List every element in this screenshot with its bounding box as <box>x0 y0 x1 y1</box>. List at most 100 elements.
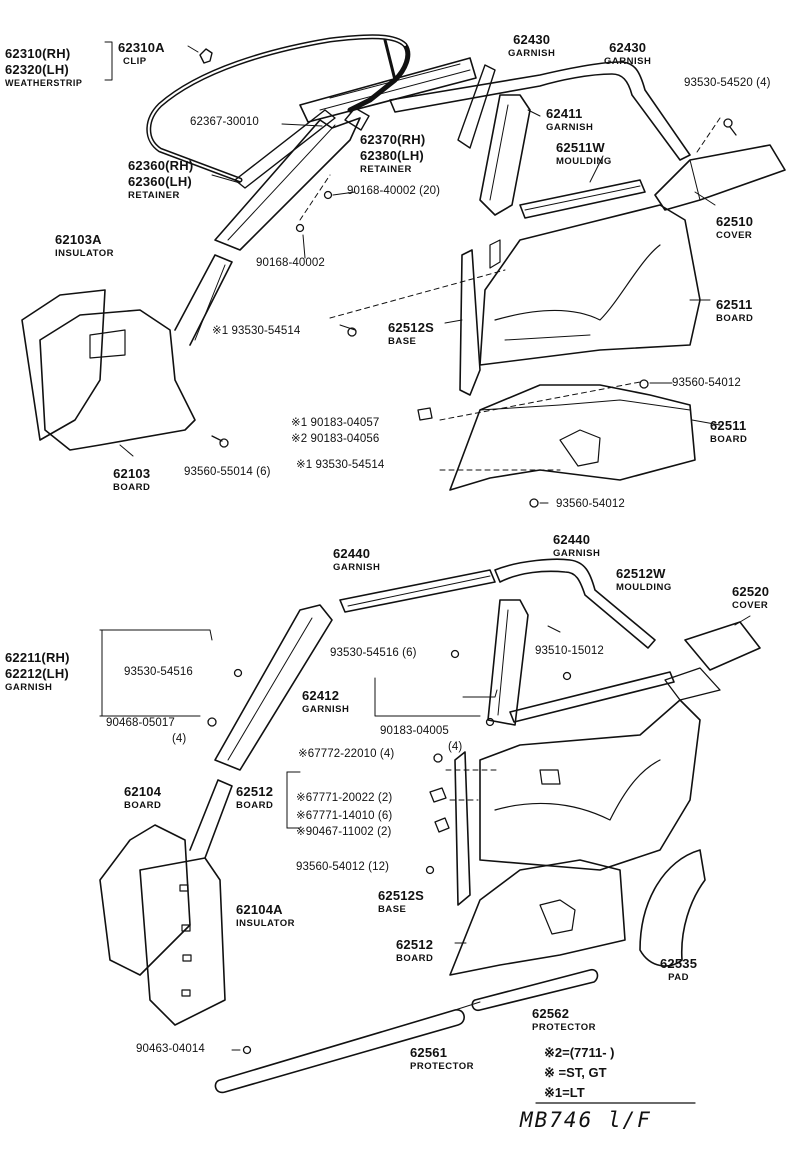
callout-67772-22010: ※67772-22010 (4) <box>298 748 395 760</box>
part-number: 62360(LH) <box>128 174 192 189</box>
protector-62561 <box>214 1009 465 1094</box>
part-number: 62512S <box>378 888 425 903</box>
legend-line-st: ※ =ST, GT <box>544 1065 607 1080</box>
base-62512S-upper <box>459 249 481 396</box>
callout-62104A: 62104A INSULATOR <box>236 902 295 929</box>
part-number: 62562 <box>532 1006 570 1021</box>
callout-93530-54516: 93530-54516 <box>124 666 193 678</box>
screw-icon <box>242 1045 252 1055</box>
part-name: GARNISH <box>5 682 53 693</box>
part-number: 62440 <box>553 532 591 547</box>
part-name: BOARD <box>113 482 151 493</box>
legend-line-1: ※1=LT <box>544 1085 585 1100</box>
part-name: INSULATOR <box>236 918 296 929</box>
part-name: GARNISH <box>302 704 350 715</box>
part-number: 62511W <box>556 140 605 155</box>
part-name: WEATHERSTRIP <box>5 78 83 88</box>
pad-62535 <box>639 849 706 967</box>
moulding-62511W <box>519 179 646 219</box>
callout-62310A: 62310A CLIP <box>118 40 165 67</box>
part-name: PAD <box>668 972 689 983</box>
part-name: BOARD <box>716 313 754 324</box>
part-number: 62511 <box>716 297 753 312</box>
callout-90468-05017: 90468-05017 (4) <box>106 714 186 746</box>
callout-93530-54516-6: 93530-54516 (6) <box>330 647 417 659</box>
part-number: 62360(RH) <box>128 158 194 173</box>
callout-62211: 62211(RH) 62212(LH) GARNISH <box>5 650 70 693</box>
screw-icon <box>450 649 460 659</box>
screw-icon <box>529 498 539 508</box>
part-qty: (4) <box>448 741 463 753</box>
pillar-garnish-upper <box>214 117 361 251</box>
part-name: PROTECTOR <box>532 1022 596 1033</box>
part-number: 62512 <box>236 784 274 799</box>
part-name: GARNISH <box>333 562 381 573</box>
cover-62520 <box>684 621 761 671</box>
part-name: MOULDING <box>616 582 672 593</box>
part-name: BOARD <box>396 953 434 964</box>
callout-93530-54514-b: ※1 93530-54514 <box>296 459 385 471</box>
drawing-code: MB746 l/F <box>520 1108 652 1132</box>
retainer-62370 <box>344 107 370 131</box>
part-name: BOARD <box>124 800 162 811</box>
protector-62562 <box>471 968 599 1012</box>
retainer-62360 <box>234 109 336 189</box>
part-number: 62512 <box>396 937 434 952</box>
callout-90183-04056: ※2 90183-04056 <box>291 433 380 445</box>
insulator-62104A <box>139 857 226 1026</box>
screw-icon <box>233 668 243 678</box>
board-62512-lower <box>449 859 626 976</box>
screw-icon <box>219 438 229 448</box>
garnish-62440-right <box>494 558 656 649</box>
part-name: RETAINER <box>360 164 412 175</box>
callout-90467-11002: ※90467-11002 (2) <box>296 826 392 838</box>
callout-62535: 62535 PAD <box>660 956 697 983</box>
callout-62411: 62411 GARNISH <box>546 106 593 133</box>
part-number: 62412 <box>302 688 340 703</box>
part-number: 62380(LH) <box>360 148 424 163</box>
part-number: 62320(LH) <box>5 62 69 77</box>
callout-62512W: 62512W MOULDING <box>616 566 672 593</box>
part-name: GARNISH <box>508 48 556 59</box>
screw-icon <box>207 717 217 727</box>
garnish-62211 <box>214 604 333 771</box>
part-number: 62103A <box>55 232 102 247</box>
part-name: CLIP <box>123 56 147 67</box>
part-name: BOARD <box>236 800 274 811</box>
part-number: 62430 <box>609 40 647 55</box>
callout-62511W: 62511W MOULDING <box>556 140 612 167</box>
callout-62512S-lower: 62512S BASE <box>378 888 424 915</box>
part-name: GARNISH <box>604 56 652 67</box>
part-number: 62310(RH) <box>5 46 71 61</box>
callout-62310: 62310(RH) 62320(LH) WEATHERSTRIP <box>5 46 82 88</box>
insulator-62103A <box>21 289 106 441</box>
part-name: PROTECTOR <box>410 1061 474 1072</box>
callout-62440-a: 62440 GARNISH <box>333 546 380 573</box>
part-number: 62103 <box>113 466 151 481</box>
part-name: INSULATOR <box>55 248 115 259</box>
callout-62367: 62367-30010 <box>190 116 259 128</box>
board-62104 <box>99 824 191 976</box>
screw-icon <box>562 671 572 681</box>
part-number: 62310A <box>118 40 165 55</box>
part-number: 62104A <box>236 902 283 917</box>
callout-62430-a: 62430 GARNISH <box>508 32 555 59</box>
callout-90183-04005: 90183-04005 (4) <box>380 722 462 754</box>
callout-67771-20022: ※67771-20022 (2) <box>296 792 393 804</box>
garnish-62412 <box>487 599 529 726</box>
part-number: 62511 <box>710 418 747 433</box>
callout-62511-upper: 62511 BOARD <box>716 297 753 324</box>
part-name: COVER <box>716 230 753 241</box>
callout-62512S-upper: 62512S BASE <box>388 320 434 347</box>
callout-62511-lower: 62511 BOARD <box>710 418 747 445</box>
board-62103 <box>39 309 196 451</box>
part-number: 62535 <box>660 956 698 971</box>
screw-icon <box>347 327 357 337</box>
board-62511-lower <box>449 384 696 491</box>
part-number: 62520 <box>732 584 770 599</box>
callout-62370: 62370(RH) 62380(LH) RETAINER <box>360 132 425 175</box>
callout-62430-b: 62430 GARNISH <box>604 40 651 67</box>
callout-93530-54514-a: ※1 93530-54514 <box>212 325 301 337</box>
